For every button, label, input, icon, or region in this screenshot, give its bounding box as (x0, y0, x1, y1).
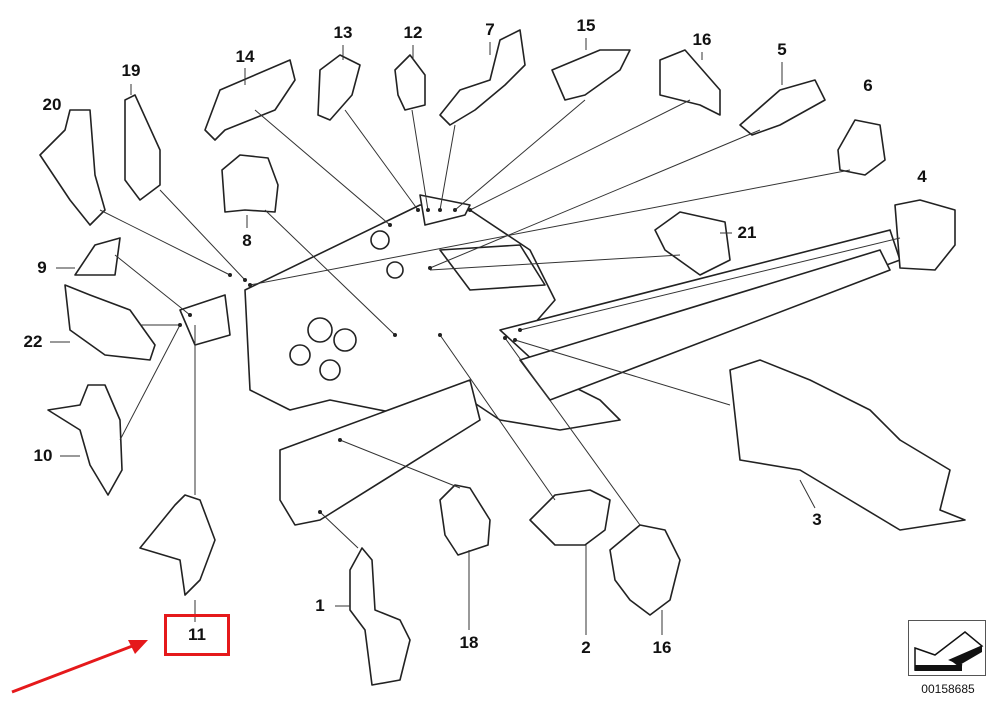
callout-15[interactable]: 15 (576, 16, 596, 35)
direction-logo-icon (914, 631, 984, 671)
callout-6[interactable]: 6 (863, 76, 873, 95)
callout-20[interactable]: 20 (42, 95, 62, 114)
callout-1[interactable]: 1 (315, 596, 325, 615)
callout-11[interactable]: 11 (188, 625, 206, 644)
callout-16-top[interactable]: 16 (692, 30, 712, 49)
callout-9[interactable]: 9 (37, 258, 47, 277)
callout-18[interactable]: 18 (459, 633, 479, 652)
red-pointer-arrow (11, 640, 148, 694)
callout-21[interactable]: 21 (737, 223, 757, 242)
callout-2[interactable]: 2 (581, 638, 591, 657)
callout-16-bottom[interactable]: 16 (652, 638, 672, 657)
diagram-number: 00158685 (921, 682, 975, 696)
callout-3[interactable]: 3 (812, 510, 822, 529)
callout-19[interactable]: 19 (121, 61, 141, 80)
callout-22[interactable]: 22 (23, 332, 43, 351)
callout-13[interactable]: 13 (333, 23, 353, 42)
callout-7[interactable]: 7 (485, 20, 495, 39)
front-structure (179, 194, 901, 526)
callout-4[interactable]: 4 (917, 167, 927, 186)
callout-14[interactable]: 14 (235, 47, 255, 66)
logo-frame (908, 620, 986, 676)
highlight-box (164, 614, 230, 656)
callout-12[interactable]: 12 (403, 23, 423, 42)
part-shapes (39, 29, 966, 686)
callout-5[interactable]: 5 (777, 40, 787, 59)
callout-8[interactable]: 8 (242, 231, 252, 250)
callout-10[interactable]: 10 (33, 446, 53, 465)
leader-lines (50, 38, 901, 635)
